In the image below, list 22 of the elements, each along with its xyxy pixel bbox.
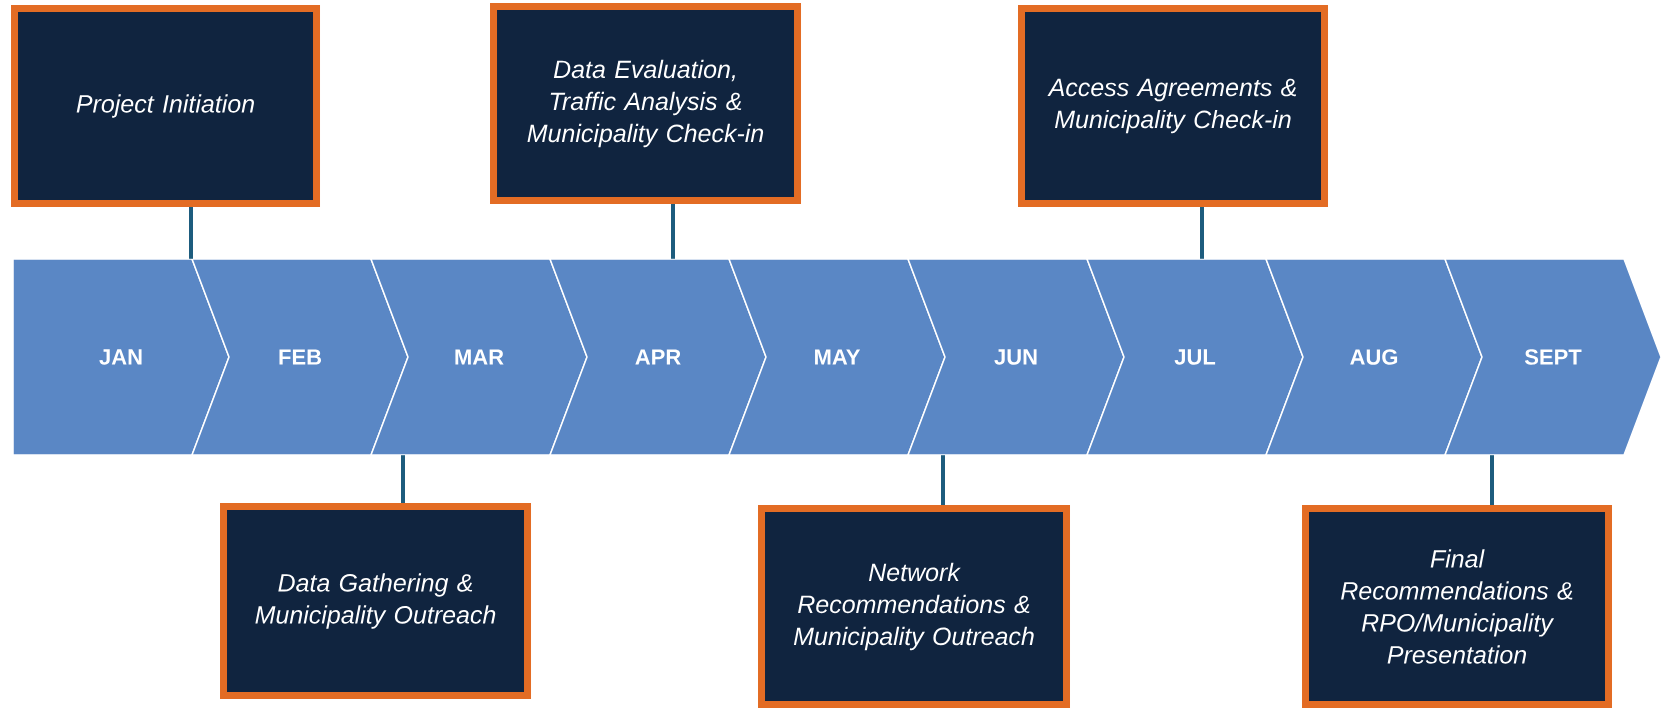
connector-line <box>401 455 405 503</box>
node-label: SEPT <box>1524 349 1582 365</box>
connector-line <box>1490 455 1494 505</box>
month-segment: JUN <box>906 258 1125 456</box>
connector-line <box>941 455 945 505</box>
milestone-box: Final Recommendations & RPO/Municipality Presentation <box>1302 505 1612 708</box>
connector-line <box>189 207 193 259</box>
month-segment: APR <box>548 258 767 456</box>
milestone-box: Data Evaluation, Traffic Analysis & Municipality Check-in <box>490 3 801 204</box>
milestone-box: Access Agreements & Municipality Check-in <box>1018 5 1328 207</box>
milestone-box: Network Recommendations & Municipality Outreach <box>758 505 1070 708</box>
month-segment: FEB <box>190 258 409 456</box>
connector-line <box>1200 207 1204 259</box>
month-segment: AUG <box>1264 258 1483 456</box>
month-segment: MAY <box>727 258 946 456</box>
month-segment: JUL <box>1085 258 1304 456</box>
month-segment: SEPT <box>1443 258 1661 456</box>
month-segment: MAR <box>369 258 588 456</box>
month-segment: JAN <box>12 258 230 456</box>
milestone-box: Project Initiation <box>11 5 320 207</box>
connector-line <box>671 204 675 259</box>
milestone-box: Data Gathering & Municipality Outreach <box>220 503 531 699</box>
